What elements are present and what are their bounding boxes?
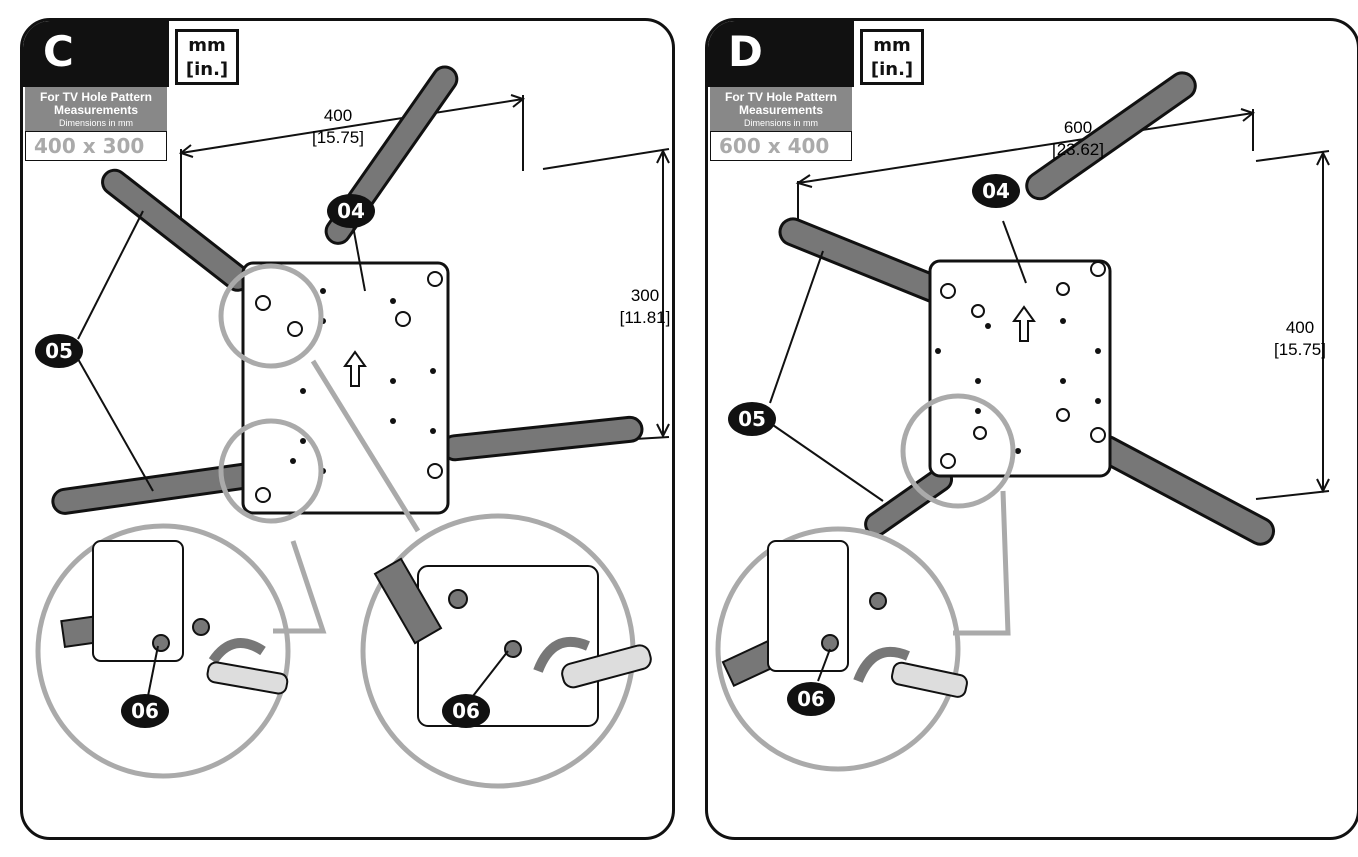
unit-legend-c: mm [in.]	[175, 29, 239, 85]
step-letter-c: C	[43, 27, 74, 76]
callout-05-d: 05	[728, 402, 776, 436]
panel-step-c: 04 05 06 06 400 [15.75] 300 [11.81] C mm…	[20, 18, 675, 840]
screw-detail-left-c	[60, 540, 289, 695]
spec-value-c: 400 x 300	[25, 131, 167, 161]
width-in-label-d: [23.62]	[1052, 140, 1104, 159]
step-badge-d: D	[708, 21, 854, 87]
panel-step-d: 04 05 06 600 [23.62] 400 [15.75] D mm [i…	[705, 18, 1358, 840]
width-mm-label-c: 400	[324, 106, 352, 125]
width-dimension-line-d	[795, 108, 1256, 231]
diagram-d: 04 05 06 600 [23.62] 400 [15.75]	[715, 71, 1330, 772]
callout-05-c: 05	[35, 334, 83, 368]
callout-04-c: 04	[327, 194, 375, 228]
spec-line1-c: For TV Hole Pattern	[39, 90, 152, 104]
spec-line1-d: For TV Hole Pattern	[724, 90, 837, 104]
spec-line3-d: Dimensions in mm	[743, 118, 819, 128]
unit-in-d: [in.]	[870, 59, 914, 80]
callout-04-d: 04	[972, 174, 1020, 208]
diagram-c: 04 05 06 06 400 [15.75] 300 [11.81]	[35, 65, 671, 789]
svg-text:06: 06	[131, 699, 159, 723]
unit-mm-c: mm	[188, 35, 226, 56]
svg-text:04: 04	[337, 199, 365, 223]
spec-line2-d: Measurements	[738, 103, 824, 117]
screw-detail-d	[721, 540, 968, 698]
callout-leaders-c	[77, 210, 509, 697]
width-mm-label-d: 600	[1064, 118, 1092, 137]
width-in-label-c: [15.75]	[312, 128, 364, 147]
step-letter-d: D	[728, 27, 763, 76]
spec-label-d: For TV Hole Pattern Measurements Dimensi…	[710, 87, 852, 131]
height-mm-label-d: 400	[1286, 318, 1314, 337]
callout-leaders-d	[769, 220, 1027, 682]
screw-detail-right-c	[373, 557, 652, 727]
step-badge-c: C	[23, 21, 169, 87]
unit-mm-d: mm	[873, 35, 911, 56]
spec-value-d: 600 x 400	[710, 131, 852, 161]
callout-06-left-c: 06	[121, 694, 169, 728]
callout-06-d: 06	[787, 682, 835, 716]
unit-legend-d: mm [in.]	[860, 29, 924, 85]
height-dimension-line-d	[1255, 150, 1330, 500]
magnifier-circles-d	[715, 393, 1016, 772]
svg-text:05: 05	[45, 339, 73, 363]
height-mm-label-c: 300	[631, 286, 659, 305]
spec-line2-c: Measurements	[53, 103, 139, 117]
svg-text:05: 05	[738, 407, 766, 431]
unit-in-c: [in.]	[185, 59, 229, 80]
wall-plate-c	[241, 261, 450, 515]
svg-text:06: 06	[452, 699, 480, 723]
svg-text:04: 04	[982, 179, 1010, 203]
svg-text:06: 06	[797, 687, 825, 711]
height-in-label-c: [11.81]	[620, 308, 671, 327]
spec-label-c: For TV Hole Pattern Measurements Dimensi…	[25, 87, 167, 131]
callout-06-right-c: 06	[442, 694, 490, 728]
spec-line3-c: Dimensions in mm	[58, 118, 134, 128]
wall-plate-d	[928, 259, 1112, 478]
height-in-label-d: [15.75]	[1274, 340, 1326, 359]
